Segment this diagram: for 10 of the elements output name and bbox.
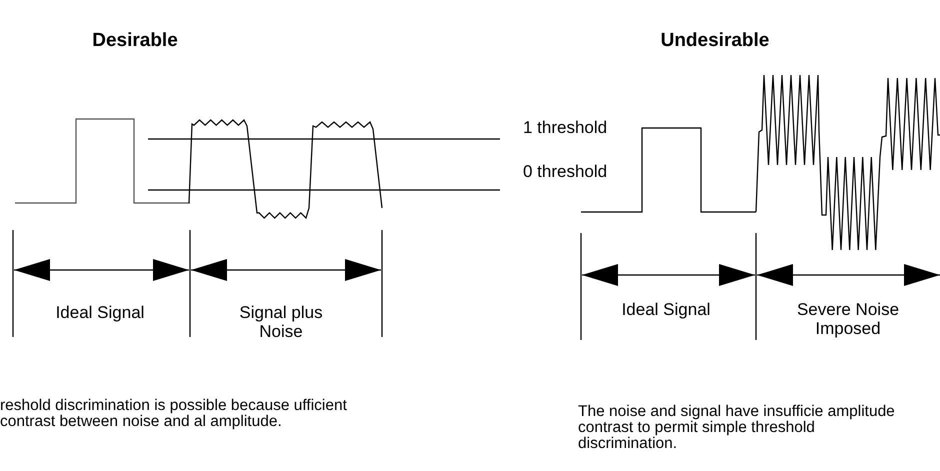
- segment-label: Signal plus Noise: [238, 303, 324, 342]
- segment-label: Ideal Signal: [54, 303, 146, 322]
- threshold-label: 0 threshold: [523, 162, 608, 182]
- caption-text: reshold discrimination is possible because ufficient contrast between noise and al amplitude.: [0, 398, 348, 430]
- segment-label: Severe Noise Imposed: [796, 300, 900, 338]
- panel-title: Undesirable: [660, 30, 770, 52]
- threshold-label: 1 threshold: [523, 118, 608, 138]
- panel-title: Desirable: [91, 30, 179, 52]
- segment-label: Ideal Signal: [620, 300, 712, 320]
- caption-text: The noise and signal have insufficie amplitude contrast to permit simple threshold discrimination.: [578, 404, 896, 452]
